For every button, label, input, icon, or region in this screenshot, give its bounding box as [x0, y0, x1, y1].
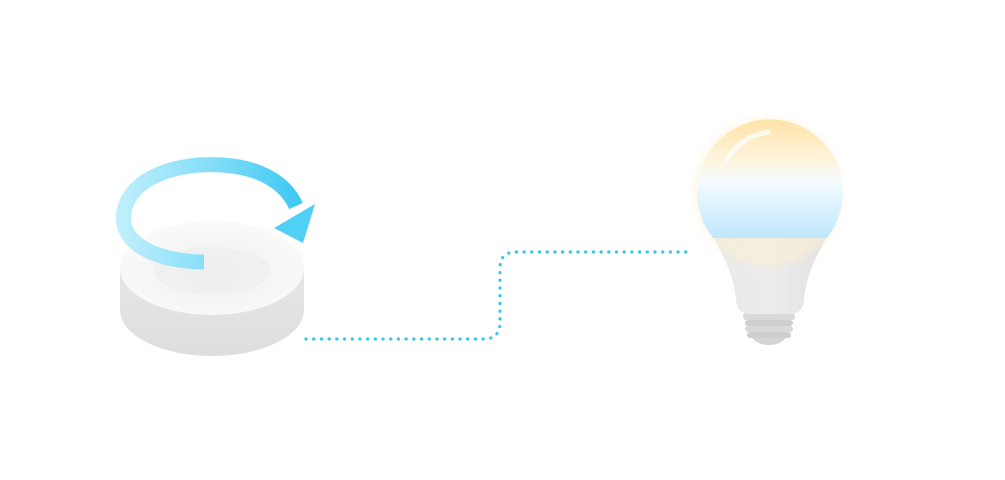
dotted-connector-line — [304, 250, 690, 341]
rotate-arrow-head — [274, 204, 315, 243]
bulb-screw-base — [743, 313, 795, 345]
rotate-arrow-arc — [115, 157, 303, 270]
bulb-highlight — [723, 129, 771, 163]
rotate-arrow-icon — [115, 157, 315, 271]
rotary-dimmer-knob-icon — [120, 221, 304, 356]
tunable-white-bulb-icon — [694, 118, 844, 345]
